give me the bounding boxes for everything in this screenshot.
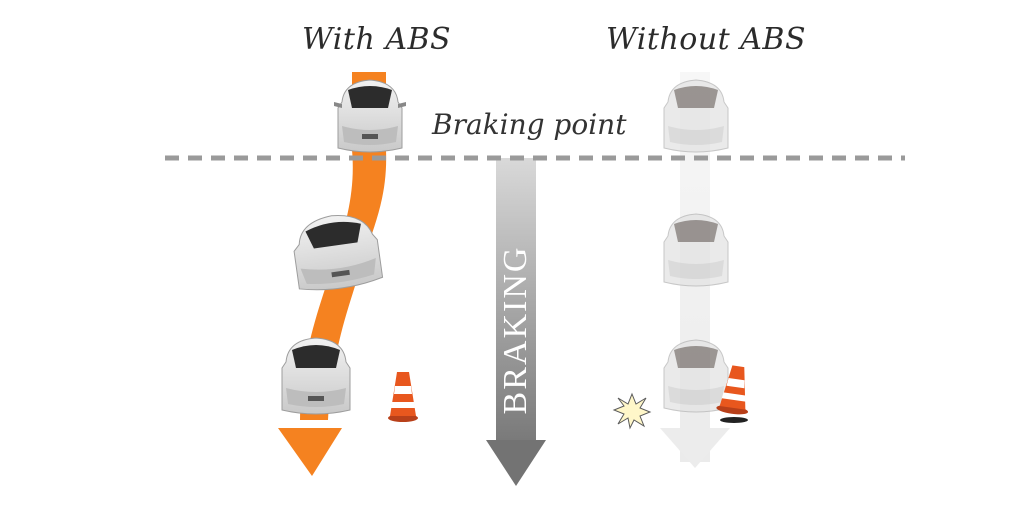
traffic-cone-icon: [388, 372, 418, 422]
car-icon: [334, 79, 406, 153]
car-icon: [281, 337, 351, 415]
braking-arrow-label: BRAKING: [497, 245, 534, 415]
braking-arrow: [486, 158, 546, 486]
with-abs-arrowhead: [278, 428, 342, 476]
car-icon: [663, 339, 729, 413]
cone-shadow: [720, 417, 748, 423]
impact-burst-icon: [612, 392, 652, 430]
car-icon: [663, 79, 729, 153]
traffic-cone-icon: [716, 365, 749, 415]
car-icon: [663, 213, 729, 287]
without-abs-heading: Without ABS: [606, 22, 807, 57]
car-icon: [293, 215, 384, 291]
braking-point-label: Braking point: [432, 108, 627, 141]
with-abs-heading: With ABS: [302, 22, 452, 57]
